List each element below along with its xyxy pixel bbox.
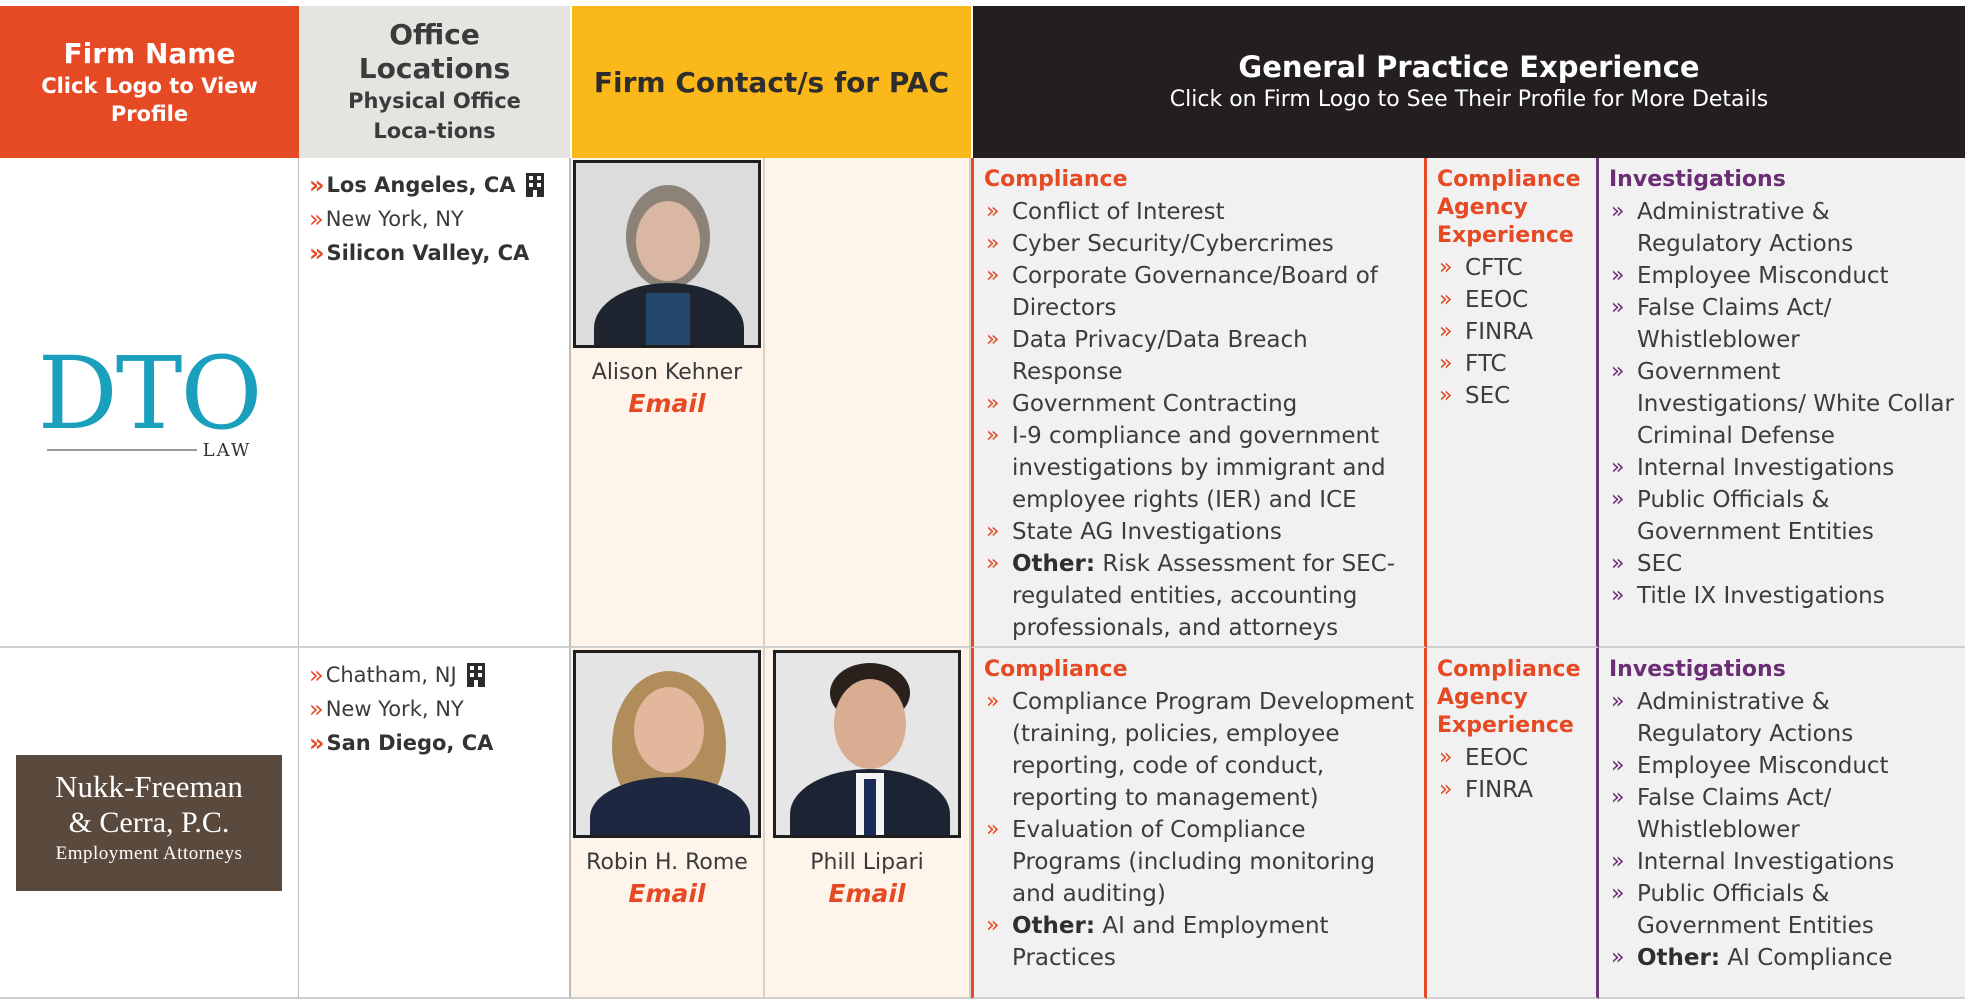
list-item: Government Contracting bbox=[984, 388, 1414, 420]
list-item: CFTC bbox=[1437, 252, 1586, 284]
list-item: Public Officials & Government Entities bbox=[1609, 484, 1955, 548]
list-item: Conflict of Interest bbox=[984, 196, 1414, 228]
list-item: Employee Misconduct bbox=[1609, 750, 1955, 782]
investigations-title: Investigations bbox=[1609, 167, 1786, 192]
investigations-column: Investigations Administrative & Regulato… bbox=[1599, 648, 1965, 999]
list-item: Administrative & Regulatory Actions bbox=[1609, 686, 1955, 750]
firm-logo-nukk-freeman-cerra[interactable]: Nukk-Freeman & Cerra, P.C. Employment At… bbox=[0, 648, 299, 999]
list-item: Administrative & Regulatory Actions bbox=[1609, 196, 1955, 260]
list-item: Internal Investigations bbox=[1609, 846, 1955, 878]
agency-title: Compliance Agency Experience bbox=[1437, 657, 1581, 738]
investigations-title: Investigations bbox=[1609, 657, 1786, 682]
list-item: Internal Investigations bbox=[1609, 452, 1955, 484]
list-item: False Claims Act/ Whistleblower bbox=[1609, 292, 1955, 356]
contact-card: Robin H. Rome Email bbox=[570, 648, 765, 999]
header-office-locations: Office Locations Physical Office Loca-ti… bbox=[299, 6, 570, 158]
header-general-title: General Practice Experience bbox=[1238, 50, 1700, 84]
list-item: Compliance Program Development (training… bbox=[984, 686, 1414, 814]
list-item: EEOC bbox=[1437, 742, 1586, 774]
header-office-sub: Physical Office Loca-tions bbox=[348, 89, 521, 143]
office-item: »New York, NY bbox=[309, 205, 464, 233]
firm-logo-dto-law[interactable]: DTO LAW bbox=[0, 158, 299, 648]
email-link[interactable]: Email bbox=[828, 879, 906, 908]
contact-card-empty bbox=[765, 158, 971, 648]
office-item: »Silicon Valley, CA bbox=[309, 239, 530, 267]
list-item: Corporate Governance/Board of Directors bbox=[984, 260, 1414, 324]
header-general-practice: General Practice Experience Click on Fir… bbox=[971, 6, 1965, 158]
list-item: SEC bbox=[1609, 548, 1955, 580]
contact-name: Alison Kehner bbox=[591, 360, 743, 385]
nfc-logo-line2: & Cerra, P.C. bbox=[68, 805, 230, 839]
investigations-column: Investigations Administrative & Regulato… bbox=[1599, 158, 1965, 648]
office-locations-dto: »Los Angeles, CA »New York, NY »Silicon … bbox=[299, 158, 570, 648]
header-general-sub: Click on Firm Logo to See Their Profile … bbox=[1169, 87, 1769, 112]
office-item: »Los Angeles, CA bbox=[309, 168, 559, 202]
email-link[interactable]: Email bbox=[628, 879, 706, 908]
contact-photo bbox=[573, 160, 761, 348]
agency-title: Compliance Agency Experience bbox=[1437, 167, 1581, 248]
contact-name: Phill Lipari bbox=[810, 850, 924, 875]
agency-column: Compliance Agency Experience CFTC EEOC F… bbox=[1427, 158, 1599, 648]
header-firm-contacts: Firm Contact/s for PAC bbox=[570, 6, 971, 158]
list-item: FTC bbox=[1437, 348, 1586, 380]
office-item: »San Diego, CA bbox=[309, 729, 494, 757]
list-item: Public Officials & Government Entities bbox=[1609, 878, 1955, 942]
list-item: FINRA bbox=[1437, 316, 1586, 348]
contact-card: Alison Kehner Email bbox=[570, 158, 765, 648]
list-item: Cyber Security/Cybercrimes bbox=[984, 228, 1414, 260]
list-item: Employee Misconduct bbox=[1609, 260, 1955, 292]
list-item: Evaluation of Compliance Programs (inclu… bbox=[984, 814, 1414, 910]
contact-name: Robin H. Rome bbox=[586, 850, 748, 875]
list-item-other: Other: Risk Assessment for SEC-regulated… bbox=[984, 548, 1414, 644]
dto-logo-letters: DTO bbox=[37, 334, 263, 452]
dto-law-logo[interactable]: DTO LAW bbox=[37, 334, 263, 461]
list-item: False Claims Act/ Whistleblower bbox=[1609, 782, 1955, 846]
nfc-logo[interactable]: Nukk-Freeman & Cerra, P.C. Employment At… bbox=[16, 754, 282, 891]
building-icon bbox=[525, 173, 544, 197]
firm-comparison-table: Firm Name Click Logo to View Profile Off… bbox=[0, 6, 1965, 999]
list-item-other: Other: AI and Employment Practices bbox=[984, 910, 1414, 974]
contact-photo bbox=[773, 650, 961, 838]
office-locations-nfc: »Chatham, NJ »New York, NY »San Diego, C… bbox=[299, 648, 570, 999]
email-link[interactable]: Email bbox=[628, 389, 706, 418]
contact-photo bbox=[573, 650, 761, 838]
building-icon bbox=[466, 663, 485, 687]
contact-card: Phill Lipari Email bbox=[765, 648, 971, 999]
list-item-other: Other: AI Compliance bbox=[1609, 942, 1955, 974]
header-firm-name-title: Firm Name bbox=[63, 37, 236, 70]
list-item: Data Privacy/Data Breach Response bbox=[984, 324, 1414, 388]
nfc-logo-line1: Nukk-Freeman bbox=[55, 768, 243, 804]
compliance-title: Compliance bbox=[984, 657, 1128, 682]
agency-column: Compliance Agency Experience EEOC FINRA bbox=[1427, 648, 1599, 999]
compliance-title: Compliance bbox=[984, 167, 1128, 192]
office-item: »Chatham, NJ bbox=[309, 658, 559, 692]
compliance-column: Compliance Compliance Program Developmen… bbox=[971, 648, 1427, 999]
list-item: State AG Investigations bbox=[984, 516, 1414, 548]
office-item: »New York, NY bbox=[309, 695, 464, 723]
header-firm-name-sub: Click Logo to View Profile bbox=[41, 74, 258, 126]
nfc-logo-line3: Employment Attorneys bbox=[55, 842, 243, 864]
list-item: FINRA bbox=[1437, 774, 1586, 806]
dto-logo-sub: LAW bbox=[202, 439, 252, 461]
list-item: EEOC bbox=[1437, 284, 1586, 316]
list-item: Title IX Investigations bbox=[1609, 580, 1955, 612]
header-firm-name: Firm Name Click Logo to View Profile bbox=[0, 6, 299, 158]
list-item: Government Investigations/ White Collar … bbox=[1609, 356, 1955, 452]
compliance-column: Compliance Conflict of Interest Cyber Se… bbox=[971, 158, 1427, 648]
header-office-title: Office Locations bbox=[358, 18, 511, 85]
list-item: SEC bbox=[1437, 380, 1586, 412]
list-item: I-9 compliance and government investigat… bbox=[984, 420, 1414, 516]
